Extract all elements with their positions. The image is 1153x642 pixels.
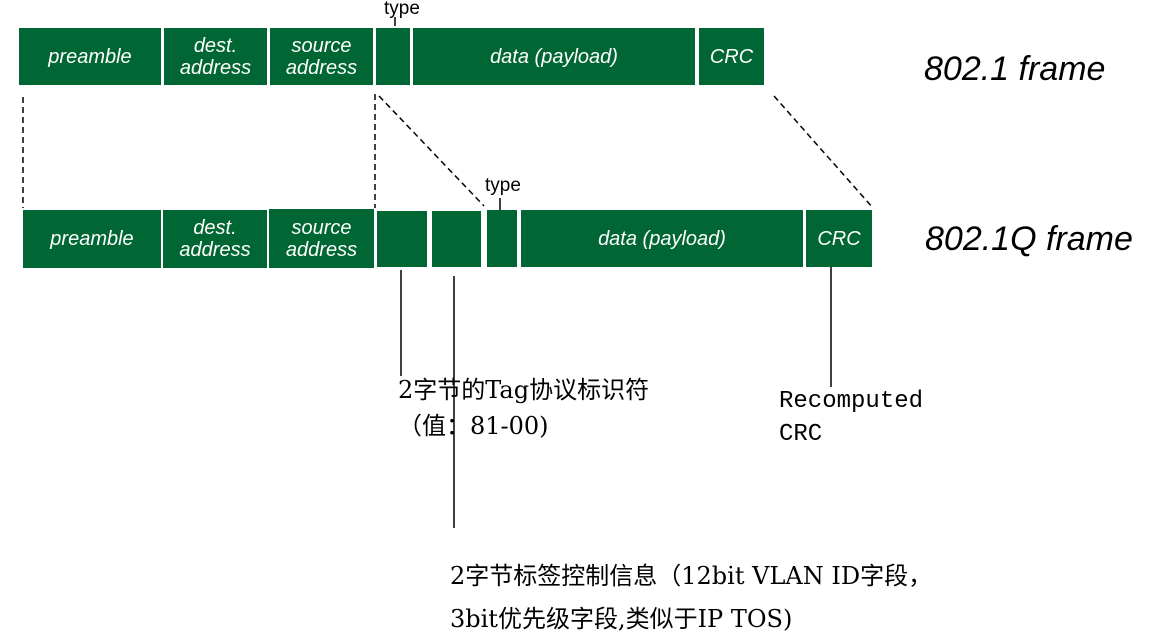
frame-name-8021: 802.1 frame: [924, 50, 1106, 88]
tpid-annotation-line1: 2字节的Tag协议标识符: [398, 376, 650, 404]
field-source-address-8021q: source address: [269, 209, 374, 268]
tpid-annotation-line2: （值：81-00): [398, 412, 549, 440]
dashed-line-type-shift: [378, 95, 485, 207]
crc-annotation-line1: Recomputed: [779, 388, 924, 415]
field-crc-8021q: CRC: [806, 210, 872, 267]
dashed-line-crc-shift: [773, 95, 874, 209]
field-tag-control-info-8021q: [432, 211, 481, 267]
field-preamble-8021: preamble: [19, 28, 161, 85]
field-source-address-8021: source address: [270, 28, 373, 85]
field-data-payload-8021: data (payload): [413, 28, 695, 85]
type-label-8021: type: [384, 0, 420, 19]
field-preamble-8021q: preamble: [23, 210, 161, 268]
type-label-8021q: type: [485, 175, 521, 196]
tci-annotation-line1: 2字节标签控制信息（12bit VLAN ID字段，: [450, 562, 933, 590]
field-crc-8021: CRC: [699, 28, 764, 85]
crc-annotation-line2: CRC: [779, 421, 823, 448]
tci-annotation-line2: 3bit优先级字段,类似于IP TOS): [450, 605, 793, 633]
field-tag-protocol-id-8021q: [377, 211, 427, 267]
field-type-8021q: [487, 210, 517, 267]
field-dest-address-8021: dest. address: [164, 28, 267, 85]
field-type-8021: [376, 28, 410, 85]
frame-name-8021q: 802.1Q frame: [925, 220, 1133, 258]
field-data-payload-8021q: data (payload): [521, 210, 803, 267]
field-dest-address-8021q: dest. address: [163, 210, 267, 268]
